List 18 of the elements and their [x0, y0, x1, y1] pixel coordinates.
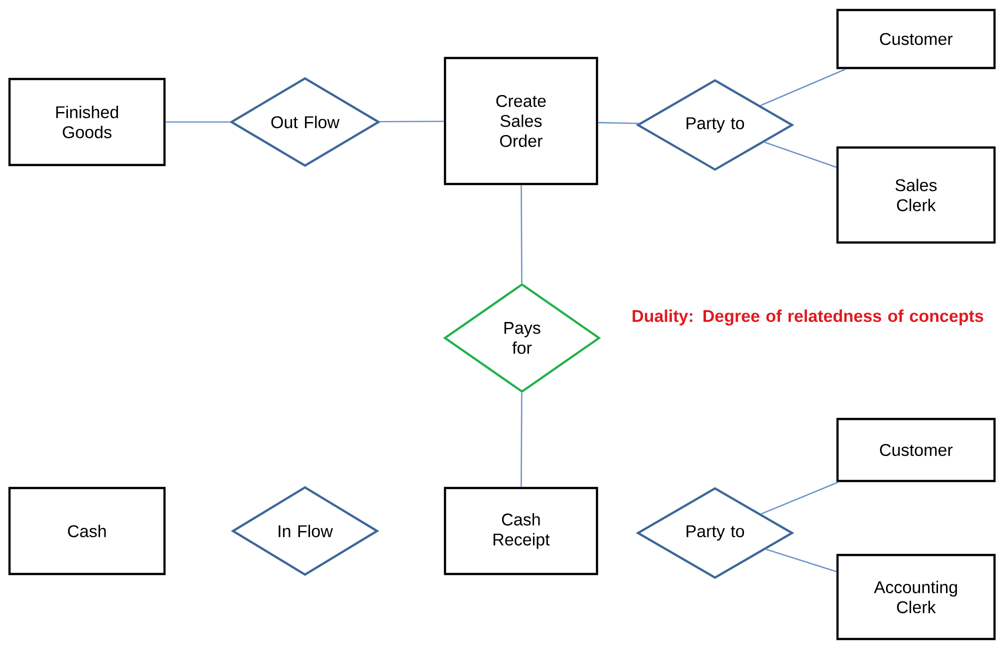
entity-box: Create Sales Order — [444, 56, 598, 186]
note-text: Duality: Degree of relatedness of concepts — [632, 310, 984, 326]
connector-line — [166, 121, 230, 123]
entity-box: Finished Goods — [8, 78, 166, 166]
entity-box: Sales Clerk — [836, 146, 996, 244]
connector-line — [520, 392, 522, 487]
connector-line — [598, 122, 640, 124]
connector-line — [760, 68, 846, 106]
entity-box: Cash — [8, 486, 166, 576]
entity-box: Customer — [836, 418, 996, 482]
connector-line — [766, 548, 837, 572]
connector-line — [760, 482, 839, 515]
entity-box: Cash Receipt — [444, 486, 598, 576]
connector-line — [380, 120, 444, 122]
entity-box: Accounting Clerk — [836, 554, 996, 640]
entity-box: Customer — [836, 8, 996, 70]
connector-line — [764, 142, 837, 168]
connector-line — [520, 185, 522, 284]
